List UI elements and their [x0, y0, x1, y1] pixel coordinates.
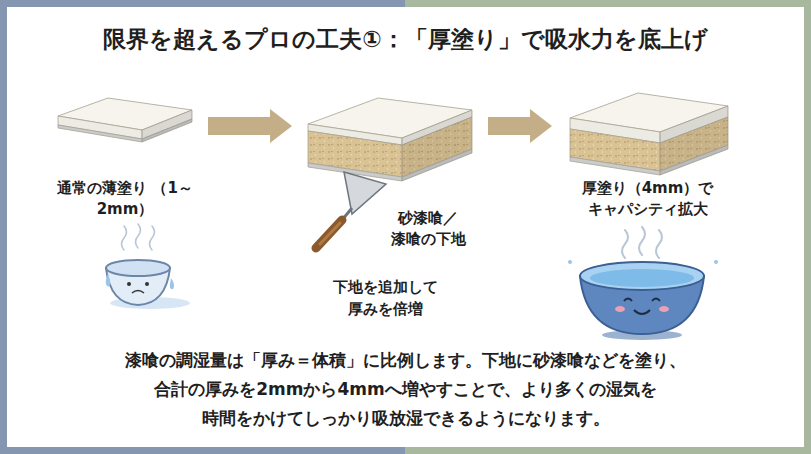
slab-shade [660, 145, 728, 175]
slab-shade [142, 119, 192, 142]
slab-front [570, 157, 660, 175]
flow-arrow [208, 109, 292, 143]
slab-shade [660, 117, 728, 171]
trowel-highlight [320, 223, 340, 244]
note-label: 下地を追加して 厚みを倍増 [305, 276, 465, 320]
stage-label: 通常の薄塗り （1～2mm） [55, 178, 195, 220]
stage-box: 砂漆喰／ 漆喰の下地 [300, 80, 480, 260]
stage-label: 厚塗り（4mm）で キャパシティ拡大 [565, 178, 730, 220]
caption: 漆喰の調湿量は「厚み＝体積」に比例します。下地に砂漆喰などを塗り、 合計の厚みを… [40, 346, 771, 433]
slab-shade [402, 149, 472, 181]
trowel-handle [316, 220, 342, 248]
slab-side [402, 149, 472, 181]
slab-front [58, 125, 142, 142]
flow-arrow [488, 109, 552, 143]
title: 限界を超えるプロの工夫①：「厚塗り」で吸水力を底上げ [20, 24, 791, 55]
stage-box: 通常の薄塗り （1～2mm） [50, 92, 200, 232]
stage-box: 厚塗り（4mm）で キャパシティ拡大 [560, 84, 735, 234]
slab-side [142, 119, 192, 142]
slab-side [402, 117, 472, 177]
slab-side [660, 145, 728, 175]
slab-shade [402, 117, 472, 177]
slab-side [660, 117, 728, 171]
stage-label: 砂漆喰／ 漆喰の下地 [378, 208, 478, 250]
